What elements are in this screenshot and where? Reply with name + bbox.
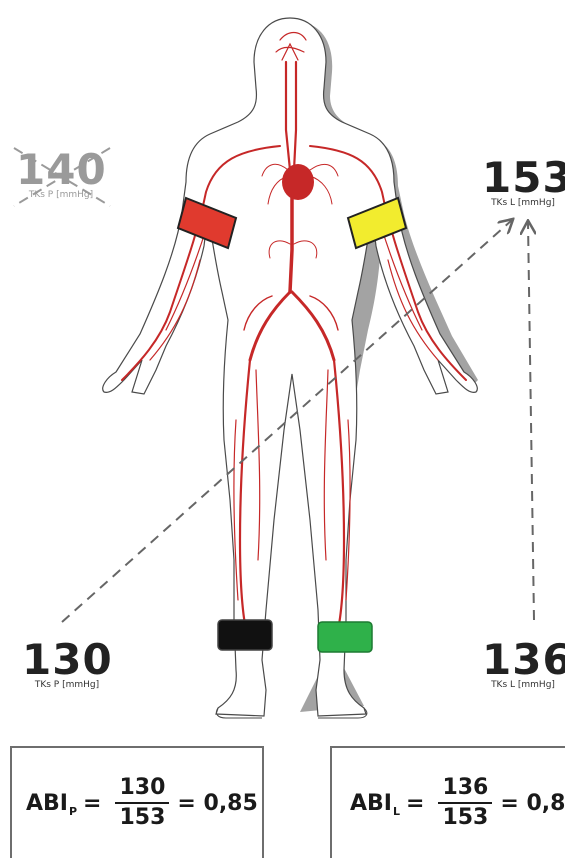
left-arm-value: 153 <box>482 158 564 198</box>
abi-left-numerator: 136 <box>438 776 492 804</box>
abi-left-denominator: 153 <box>442 804 488 830</box>
abi-right-box: ABI P = 130 153 = 0,85 <box>10 746 264 858</box>
right-ankle-cuff <box>218 620 272 650</box>
abi-right-result: = 0,85 <box>177 791 257 816</box>
crossed-out-icon <box>10 144 114 210</box>
abi-left-box: ABI L = 136 153 = 0,89 <box>330 746 565 858</box>
left-ankle-value: 136 <box>482 640 564 680</box>
right-ankle-unit: TKs P [mmHg] <box>22 680 112 691</box>
abi-right-subscript: P <box>69 805 77 818</box>
left-arm-unit: TKs L [mmHg] <box>482 198 564 209</box>
abi-right-numerator: 130 <box>115 776 169 804</box>
left-ankle-reading: 136 TKs L [mmHg] <box>482 640 564 691</box>
right-arm-reading: 140 TKs P [mmHg] <box>16 150 106 201</box>
abi-left-formula: ABI L = 136 153 = 0,89 <box>350 776 565 830</box>
left-ankle-unit: TKs L [mmHg] <box>482 680 564 691</box>
abi-left-fraction: 136 153 <box>438 776 492 830</box>
human-body-outline <box>103 18 478 718</box>
left-arm-reading: 153 TKs L [mmHg] <box>482 158 564 209</box>
right-ankle-value: 130 <box>22 640 112 680</box>
left-ankle-cuff <box>318 622 372 652</box>
abi-right-label: ABI <box>26 791 68 816</box>
abi-left-result: = 0,89 <box>500 791 565 816</box>
abi-right-equals: = <box>83 791 101 816</box>
abi-left-subscript: L <box>393 805 400 818</box>
ankle-left-to-arm-left-arrow <box>528 222 534 620</box>
right-ankle-reading: 130 TKs P [mmHg] <box>22 640 112 691</box>
abi-left-equals: = <box>406 791 424 816</box>
abi-right-fraction: 130 153 <box>115 776 169 830</box>
abi-right-formula: ABI P = 130 153 = 0,85 <box>26 776 258 830</box>
abi-left-label: ABI <box>350 791 392 816</box>
body-silhouette <box>103 18 478 716</box>
abi-right-denominator: 153 <box>119 804 165 830</box>
